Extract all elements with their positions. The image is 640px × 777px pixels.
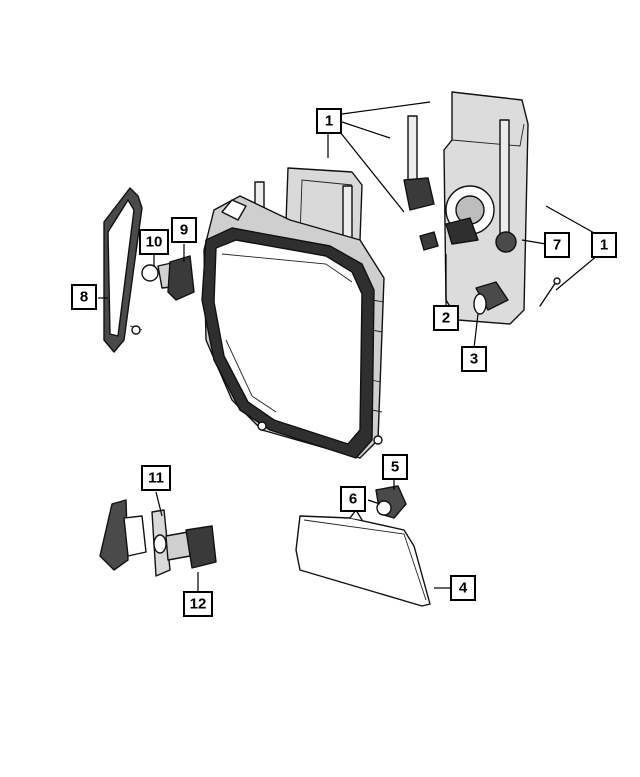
callout-label: 12 (190, 596, 207, 613)
mounting-stud (407, 115, 418, 187)
callout-12: 12 (183, 591, 213, 617)
turn-signal-assembly (99, 499, 217, 577)
callout-1-right: 1 (591, 232, 617, 258)
socket-9 (167, 255, 195, 301)
callout-2: 2 (433, 305, 459, 331)
turn-signal-lens (99, 499, 129, 571)
fog-bulb-socket (375, 485, 407, 519)
callout-10: 10 (139, 229, 169, 255)
side-marker-lens-assembly (103, 187, 143, 353)
headlamp-assembly (201, 167, 385, 459)
fog-lamp-lens-assembly (295, 509, 431, 607)
callout-1-top: 1 (316, 108, 342, 134)
callout-label: 10 (146, 234, 163, 251)
callout-label: 9 (180, 222, 188, 239)
bulb-connector (445, 217, 479, 245)
callout-label: 7 (553, 237, 561, 254)
side-marker-bulb-socket (141, 255, 195, 301)
bulb-10 (141, 264, 159, 282)
mounting-tab (257, 421, 267, 431)
leader-lines (98, 101, 605, 592)
side-marker-socket (495, 231, 517, 253)
mounting-tab (373, 435, 383, 445)
screw (539, 281, 557, 307)
fog-lamp-lens (295, 515, 431, 607)
callout-label: 6 (349, 491, 357, 508)
callout-label: 11 (148, 470, 164, 487)
callout-label: 5 (391, 459, 399, 476)
callout-6: 6 (340, 486, 366, 512)
callout-label: 4 (459, 580, 468, 597)
clip (419, 231, 439, 251)
headlamp-lens (213, 239, 363, 445)
mounting-stud (342, 185, 353, 239)
callout-3: 3 (461, 346, 487, 372)
socket-12 (185, 525, 217, 569)
callout-8: 8 (71, 284, 97, 310)
callout-label: 8 (80, 289, 88, 306)
bulb-6 (376, 500, 392, 516)
mounting-stud (499, 119, 510, 241)
wiring-connector (403, 177, 435, 211)
callout-label: 3 (470, 351, 478, 368)
callout-5: 5 (382, 454, 408, 480)
callout-11: 11 (141, 465, 171, 491)
callout-4: 4 (450, 575, 476, 601)
callout-label: 1 (600, 237, 608, 254)
callout-label: 1 (325, 113, 333, 130)
callout-7: 7 (544, 232, 570, 258)
callout-label: 2 (442, 310, 450, 327)
callout-9: 9 (171, 217, 197, 243)
adjuster-tab (221, 199, 247, 221)
headlamp-rear-detail (403, 91, 561, 325)
